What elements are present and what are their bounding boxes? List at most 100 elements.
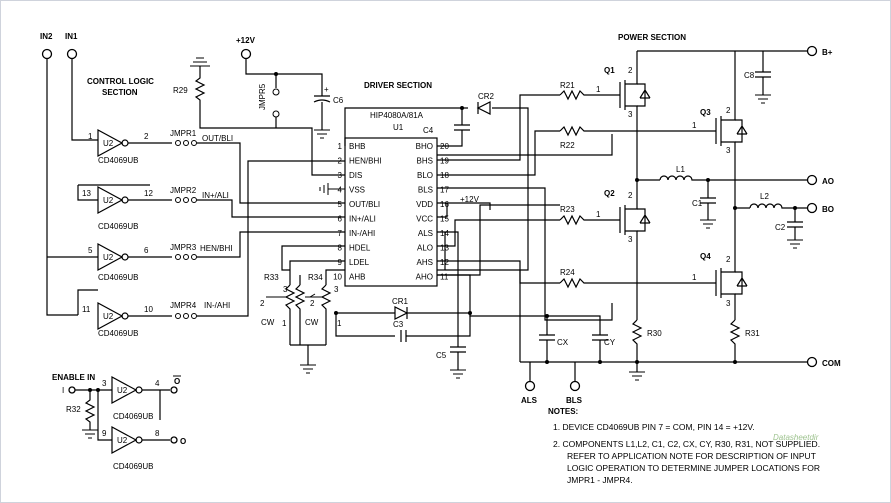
- c3-label: C3: [393, 320, 404, 329]
- gate-1-out-pin: 2: [144, 132, 149, 141]
- plus12v-ic-label: +12V: [460, 195, 480, 204]
- cy-label: CY: [604, 338, 616, 347]
- svg-text:1: 1: [692, 273, 697, 282]
- r32-label: R32: [66, 405, 81, 414]
- enable-gate2-out: 8: [155, 429, 160, 438]
- c5-label: C5: [436, 351, 447, 360]
- ic-pin-name-3: DIS: [349, 171, 362, 180]
- enable-out2: O: [180, 437, 186, 446]
- ic-pin-num-17: 17: [440, 186, 449, 195]
- gate-1-in-pin: 1: [88, 132, 93, 141]
- ic-pin-name-8: HDEL: [349, 244, 371, 253]
- jmpr5-label: JMPR5: [258, 83, 267, 110]
- bls-label: BLS: [566, 396, 583, 405]
- jmpr2-label: JMPR2: [170, 186, 197, 195]
- ic-pin-num-16: 16: [440, 200, 449, 209]
- r34-label: R34: [308, 273, 323, 282]
- c8-label: C8: [744, 71, 755, 80]
- bo-label: BO: [822, 205, 834, 214]
- enable-gate2-in: 9: [102, 429, 107, 438]
- gate-1-part: CD4069UB: [98, 156, 138, 165]
- jmpr3-label: JMPR3: [170, 243, 197, 252]
- ic-pin-name-17: BLS: [418, 186, 433, 195]
- r33-pin1: 1: [282, 319, 287, 328]
- c5: C5: [436, 231, 466, 379]
- svg-text:3: 3: [726, 146, 731, 155]
- ic-pin-name-2: HEN/BHI: [349, 157, 381, 166]
- ic-pin-name-19: BHS: [417, 157, 433, 166]
- r29-label: R29: [173, 86, 188, 95]
- notes: NOTES: 1. DEVICE CD4069UB PIN 7 = COM, P…: [548, 407, 820, 485]
- ic-pin-name-20: BHO: [416, 142, 433, 151]
- ic-pin-name-14: ALS: [418, 229, 433, 238]
- r33-pin3: 3: [283, 285, 288, 294]
- svg-text:2: 2: [628, 191, 633, 200]
- r30-label: R30: [647, 329, 662, 338]
- ic-pin-num-15: 15: [440, 215, 449, 224]
- driver-section-title: DRIVER SECTION: [364, 81, 432, 90]
- gate-u2-2: U2 13 12 CD4069UB: [82, 185, 172, 231]
- ic-pin-num-4: 4: [338, 186, 343, 195]
- l1-ao: L1 C1 AO: [659, 165, 834, 229]
- ic-pin-name-12: AHS: [417, 258, 433, 267]
- c2-label: C2: [775, 223, 786, 232]
- jmpr2-net: IN+/ALI: [202, 191, 229, 200]
- svg-text:1: 1: [596, 210, 601, 219]
- gate-3-in-pin: 5: [88, 246, 93, 255]
- ic-pin-name-1: BHB: [349, 142, 365, 151]
- gate-2-out-pin: 12: [144, 189, 153, 198]
- q1-label: Q1: [604, 66, 615, 75]
- r23-label: R23: [560, 205, 575, 214]
- gate-4-ref: U2: [103, 312, 114, 321]
- enable-label: ENABLE IN: [52, 373, 95, 382]
- svg-text:3: 3: [628, 110, 633, 119]
- jmpr4-label: JMPR4: [170, 301, 197, 310]
- enable-gate2-part: CD4069UB: [113, 462, 153, 471]
- svg-text:1: 1: [596, 85, 601, 94]
- r24-label: R24: [560, 268, 575, 277]
- svg-text:2: 2: [726, 255, 731, 264]
- ic-pin-num-5: 5: [338, 200, 343, 209]
- ic-pin-num-19: 19: [440, 157, 449, 166]
- note-1: 1. DEVICE CD4069UB PIN 7 = COM, PIN 14 =…: [553, 422, 755, 432]
- gate-u2-1: U2 1 2 CD4069UB: [88, 128, 172, 165]
- r29-group: R29: [173, 57, 345, 176]
- svg-text:3: 3: [726, 299, 731, 308]
- r21-label: R21: [560, 81, 575, 90]
- note-2-line-3: LOGIC OPERATION TO DETERMINE JUMPER LOCA…: [567, 463, 820, 473]
- watermark-text: Datasheetdir: [773, 433, 819, 442]
- ic-pin-num-8: 8: [338, 244, 343, 253]
- jmpr1-net: OUT/BLI: [202, 134, 233, 143]
- sense-and-com: R30 R31 CX CY COM ALS BLS: [469, 270, 841, 405]
- gate-2-ref: U2: [103, 196, 114, 205]
- in2-terminal: [41, 48, 53, 60]
- gate-4-part: CD4069UB: [98, 329, 138, 338]
- q2-label: Q2: [604, 189, 615, 198]
- ic-pin-name-10: AHB: [349, 273, 365, 282]
- cr1-c3: CR1 C3: [334, 274, 472, 342]
- ic-pin-num-9: 9: [338, 258, 343, 267]
- r31-label: R31: [745, 329, 760, 338]
- ic-pin-num-10: 10: [333, 273, 342, 282]
- ao-label: AO: [822, 177, 834, 186]
- l2-bo: L2 C2 BO: [749, 192, 834, 249]
- jmpr1-label: JMPR1: [170, 129, 197, 138]
- ic-c4-label: C4: [423, 126, 434, 135]
- ic-pin-num-11: 11: [440, 273, 449, 282]
- jumpers: JMPR1 OUT/BLI JMPR2 IN+/ALI JMPR3 HEN/BH…: [170, 129, 345, 319]
- gate-3-part: CD4069UB: [98, 273, 138, 282]
- control-logic-title-2: SECTION: [102, 88, 138, 97]
- ic-pin-num-3: 3: [338, 171, 343, 180]
- plus12v-top-label: +12V: [236, 36, 256, 45]
- ic-pin-name-16: VDD: [416, 200, 433, 209]
- r34-pin2: 2: [310, 299, 315, 308]
- ic-pin-name-15: VCC: [416, 215, 433, 224]
- ic-ref: U1: [393, 123, 404, 132]
- jmpr4-net: IN-/AHI: [204, 301, 230, 310]
- ic-pin-name-18: BLO: [417, 171, 433, 180]
- in1-label: IN1: [65, 32, 78, 41]
- in2-label: IN2: [40, 32, 53, 41]
- ic-pin-name-13: ALO: [417, 244, 433, 253]
- gate-resistors: R21 R22 R23 R24: [559, 81, 710, 289]
